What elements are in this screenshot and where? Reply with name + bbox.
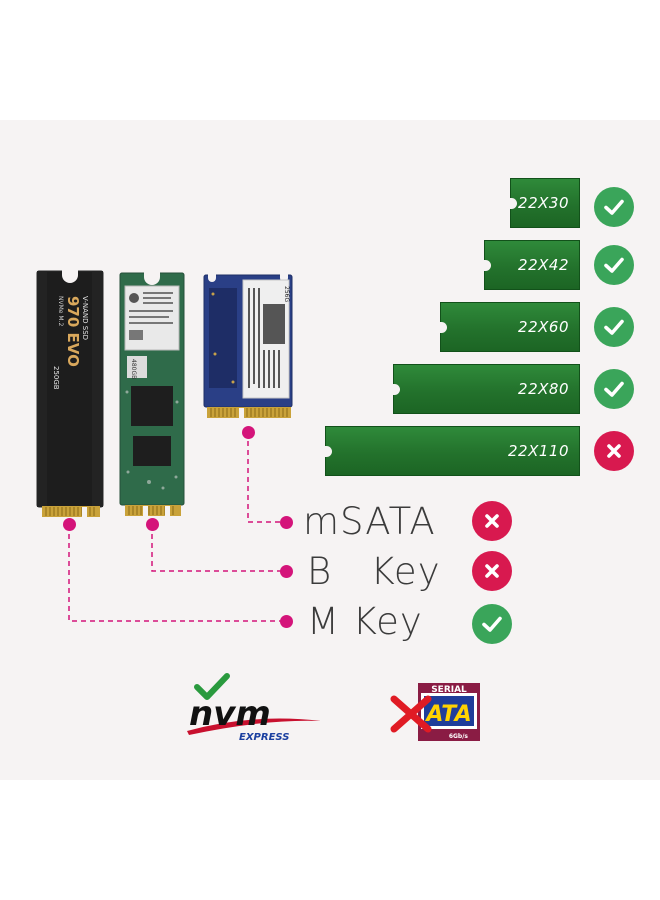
- x-icon: [472, 501, 512, 541]
- size-label: 22X60: [518, 318, 569, 336]
- connector-dot-msata-label: [280, 516, 293, 529]
- check-icon: [472, 604, 512, 644]
- sata-logo-speed: 6Gb/s: [449, 733, 469, 740]
- size-bar-22x60: 22X60: [440, 302, 580, 352]
- check-icon: [594, 187, 634, 227]
- card-capacity: 256G: [283, 286, 290, 302]
- m-key-ssd-card: V-NAND SSD 970 EVO NVMe M.2 250GB: [36, 270, 104, 517]
- card-model: 970 EVO: [64, 296, 82, 367]
- key-label-m-key: M Key: [307, 600, 423, 643]
- check-icon: [594, 245, 634, 285]
- x-icon: [390, 695, 432, 733]
- key-label-msata: mSATA: [303, 500, 436, 543]
- serial-ata-logo: SERIAL ATA 6Gb/s: [390, 683, 480, 741]
- card-capacity: 480GB: [130, 359, 137, 379]
- size-bar-22x30: 22X30: [510, 178, 580, 228]
- sata-logo-main: ATA: [424, 702, 471, 727]
- check-icon: [594, 307, 634, 347]
- size-bar-22x80: 22X80: [393, 364, 580, 414]
- card-capacity: 250GB: [52, 366, 60, 390]
- sata-logo-top: SERIAL: [431, 685, 467, 695]
- size-label: 22X110: [508, 442, 569, 460]
- nvme-logo-sub: EXPRESS: [239, 732, 289, 743]
- connector-dot-bkey-label: [280, 565, 293, 578]
- msata-ssd-card: 256G: [203, 274, 293, 418]
- connector-dot-msata-card: [242, 426, 255, 439]
- x-icon: [594, 431, 634, 471]
- key-label-b-key: B Key: [307, 550, 441, 593]
- size-bar-22x110: 22X110: [325, 426, 580, 476]
- size-label: 22X80: [518, 380, 569, 398]
- card-brand: V-NAND SSD: [81, 296, 89, 340]
- connector-dot-mkey-card: [63, 518, 76, 531]
- connector-dot-mkey-label: [280, 615, 293, 628]
- nvme-express-logo: nvm EXPRESS: [187, 673, 321, 743]
- size-label: 22X30: [518, 194, 569, 212]
- check-icon: [194, 673, 230, 700]
- connector-dot-bkey-card: [146, 518, 159, 531]
- b-key-ssd-card: 480GB: [119, 272, 185, 516]
- card-sub: NVMe M.2: [57, 296, 64, 326]
- check-icon: [594, 369, 634, 409]
- nvme-logo-text: nvm: [189, 694, 271, 734]
- x-icon: [472, 551, 512, 591]
- size-label: 22X42: [518, 256, 569, 274]
- size-bar-22x42: 22X42: [484, 240, 580, 290]
